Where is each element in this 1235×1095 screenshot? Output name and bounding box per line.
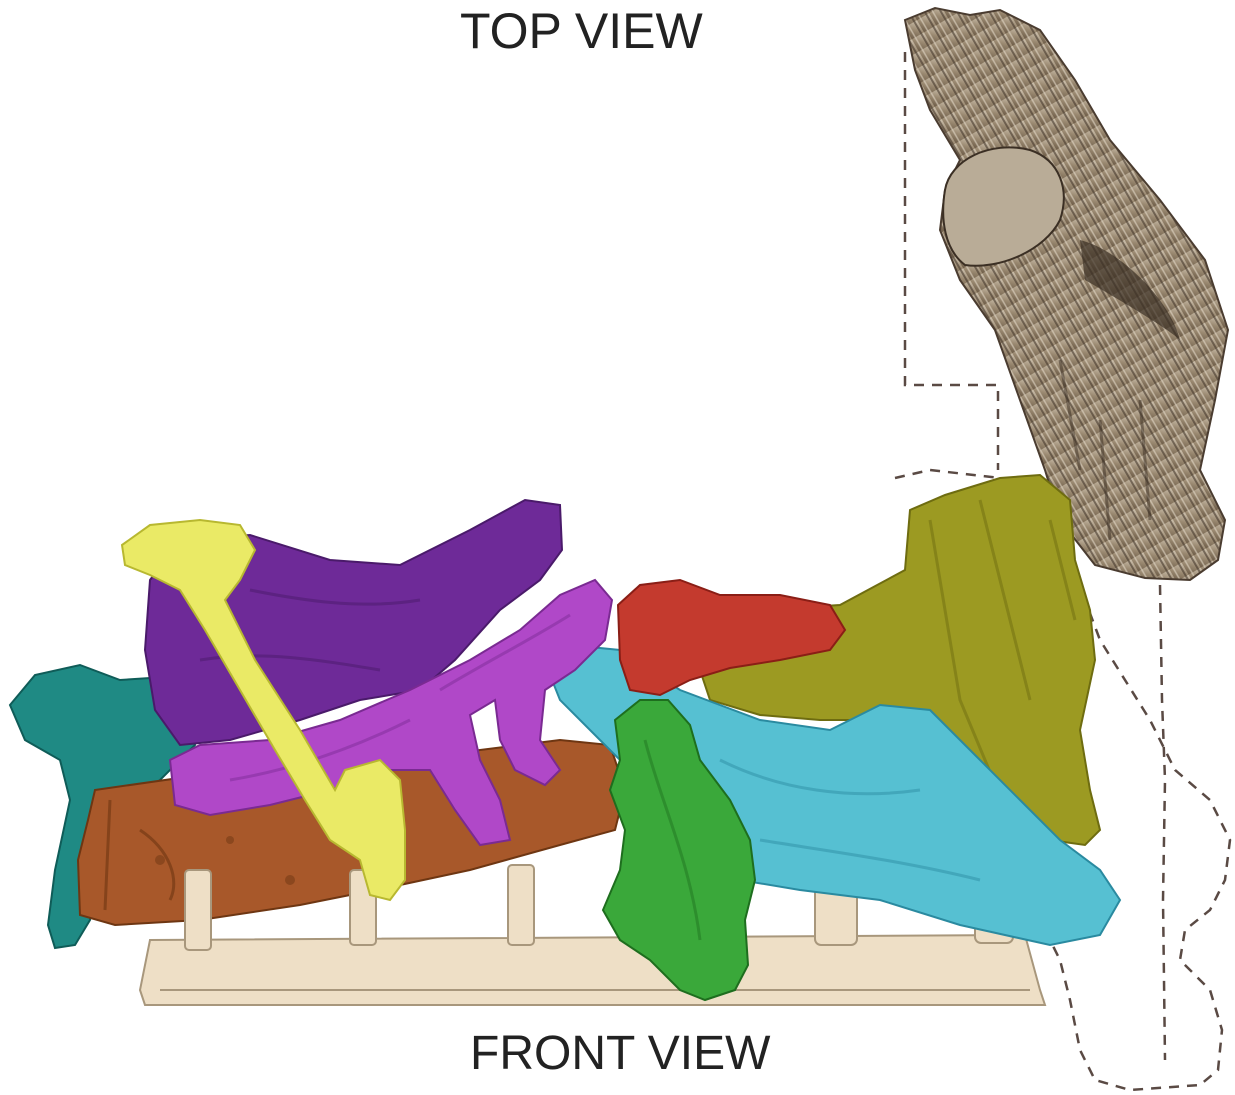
side-outline-inner [1160, 585, 1165, 1060]
top-view-label: TOP VIEW [460, 2, 703, 60]
front-view-label: FRONT VIEW [470, 1026, 770, 1081]
